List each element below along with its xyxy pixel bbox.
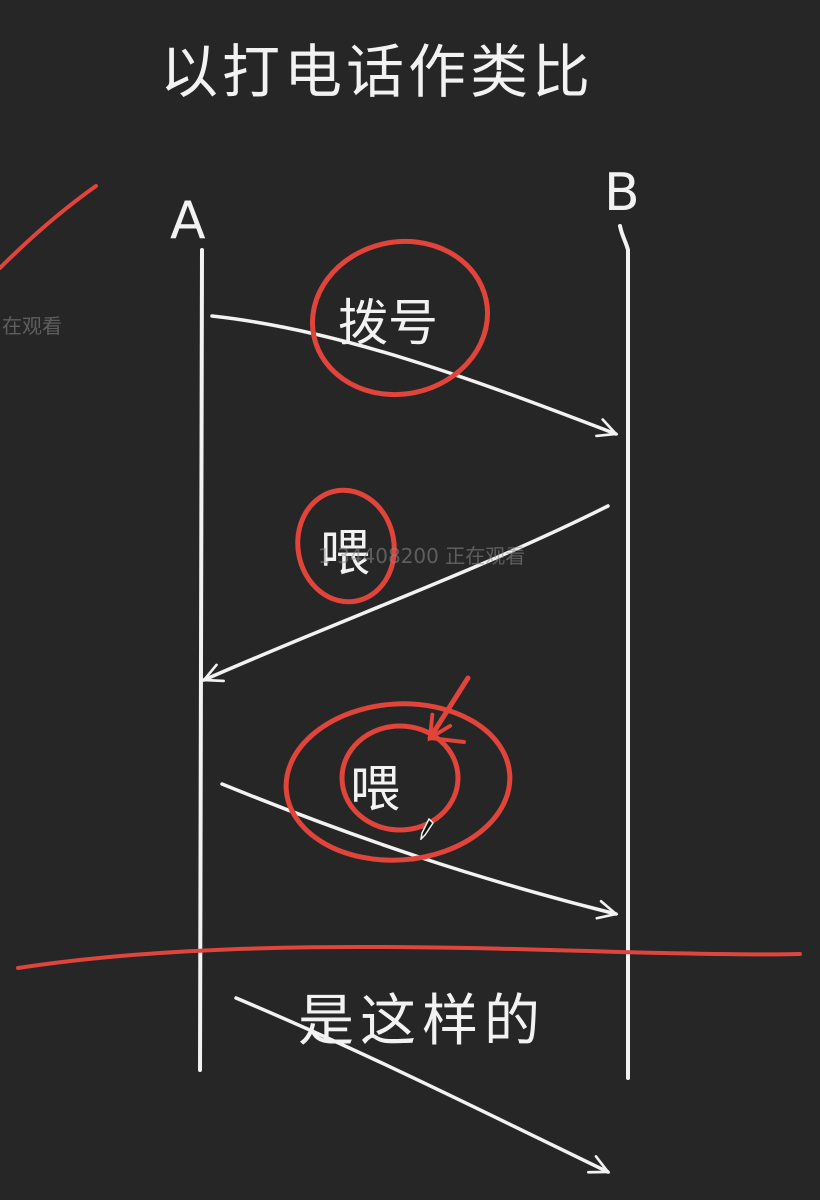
- message-arrow-1: [210, 314, 616, 434]
- message-3-inner-circle: [339, 723, 461, 833]
- separator-line: [16, 944, 802, 970]
- highlight-arrow-tail: [428, 736, 466, 744]
- final-arrow: [234, 996, 608, 1174]
- lifeline-b: [618, 224, 630, 1080]
- message-2-highlight-circle: [295, 487, 397, 605]
- message-3-outer-circle: [283, 701, 513, 863]
- diagram-title: 以打电话作类比: [160, 38, 594, 106]
- message-1-highlight-circle: [309, 238, 491, 398]
- lifeline-a: [198, 248, 204, 1072]
- stray-red-stroke: [0, 184, 98, 270]
- viewer-overlay-middle: 1 34408200 正在观看: [318, 544, 526, 568]
- participant-b-label: B: [604, 163, 640, 223]
- viewer-overlay-top: 在观看: [2, 314, 62, 338]
- message-arrow-2: [204, 504, 610, 680]
- message-label-3: 喂: [350, 760, 400, 818]
- note-text: 是这样的: [298, 989, 546, 1054]
- message-label-1: 拨号: [338, 294, 438, 352]
- participant-a-label: A: [170, 191, 206, 251]
- message-label-2: 喂: [320, 524, 370, 582]
- highlight-arrow: [427, 675, 471, 742]
- pen-cursor-icon: [420, 818, 434, 840]
- message-arrow-3: [220, 782, 616, 914]
